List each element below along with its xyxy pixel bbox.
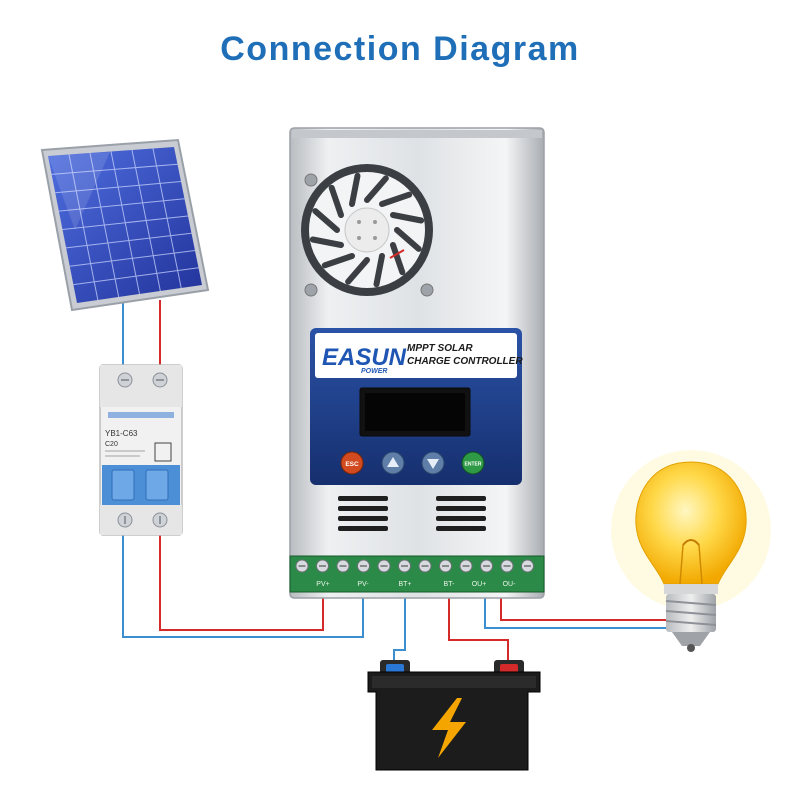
product-line-2: CHARGE CONTROLLER: [407, 356, 523, 367]
terminal-label-btpos: BT+: [398, 581, 411, 588]
light-bulb-icon: [611, 450, 771, 652]
esc-label: ESC: [345, 461, 359, 468]
breaker-model: YB1-C63: [105, 429, 138, 438]
terminal-label-oupos: OU+: [472, 581, 487, 588]
enter-label: ENTER: [465, 462, 482, 468]
brand-sub: POWER: [361, 368, 387, 375]
enter-button[interactable]: ENTER: [462, 452, 484, 474]
terminal-label-ouneg: OU-: [503, 581, 517, 588]
down-button[interactable]: [422, 452, 444, 474]
circuit-breaker-icon: YB1-C63 C20: [100, 365, 182, 535]
wire-bt-positive: [449, 590, 508, 672]
solar-panel-icon: [42, 140, 208, 310]
breaker-rating: C20: [105, 441, 118, 448]
terminal-label-pvneg: PV-: [357, 581, 369, 588]
cooling-fan-icon: [301, 164, 433, 296]
esc-button[interactable]: ESC: [341, 452, 363, 474]
terminal-label-btneg: BT-: [444, 581, 456, 588]
wire-bt-negative: [394, 590, 405, 672]
terminal-label-pvpos: PV+: [316, 581, 329, 588]
brand-logo: EASUN: [322, 344, 407, 371]
battery-icon: [368, 660, 540, 770]
charge-controller: EASUN POWER MPPT SOLAR CHARGE CONTROLLER…: [290, 128, 544, 598]
product-line-1: MPPT SOLAR: [407, 343, 473, 354]
up-button[interactable]: [382, 452, 404, 474]
